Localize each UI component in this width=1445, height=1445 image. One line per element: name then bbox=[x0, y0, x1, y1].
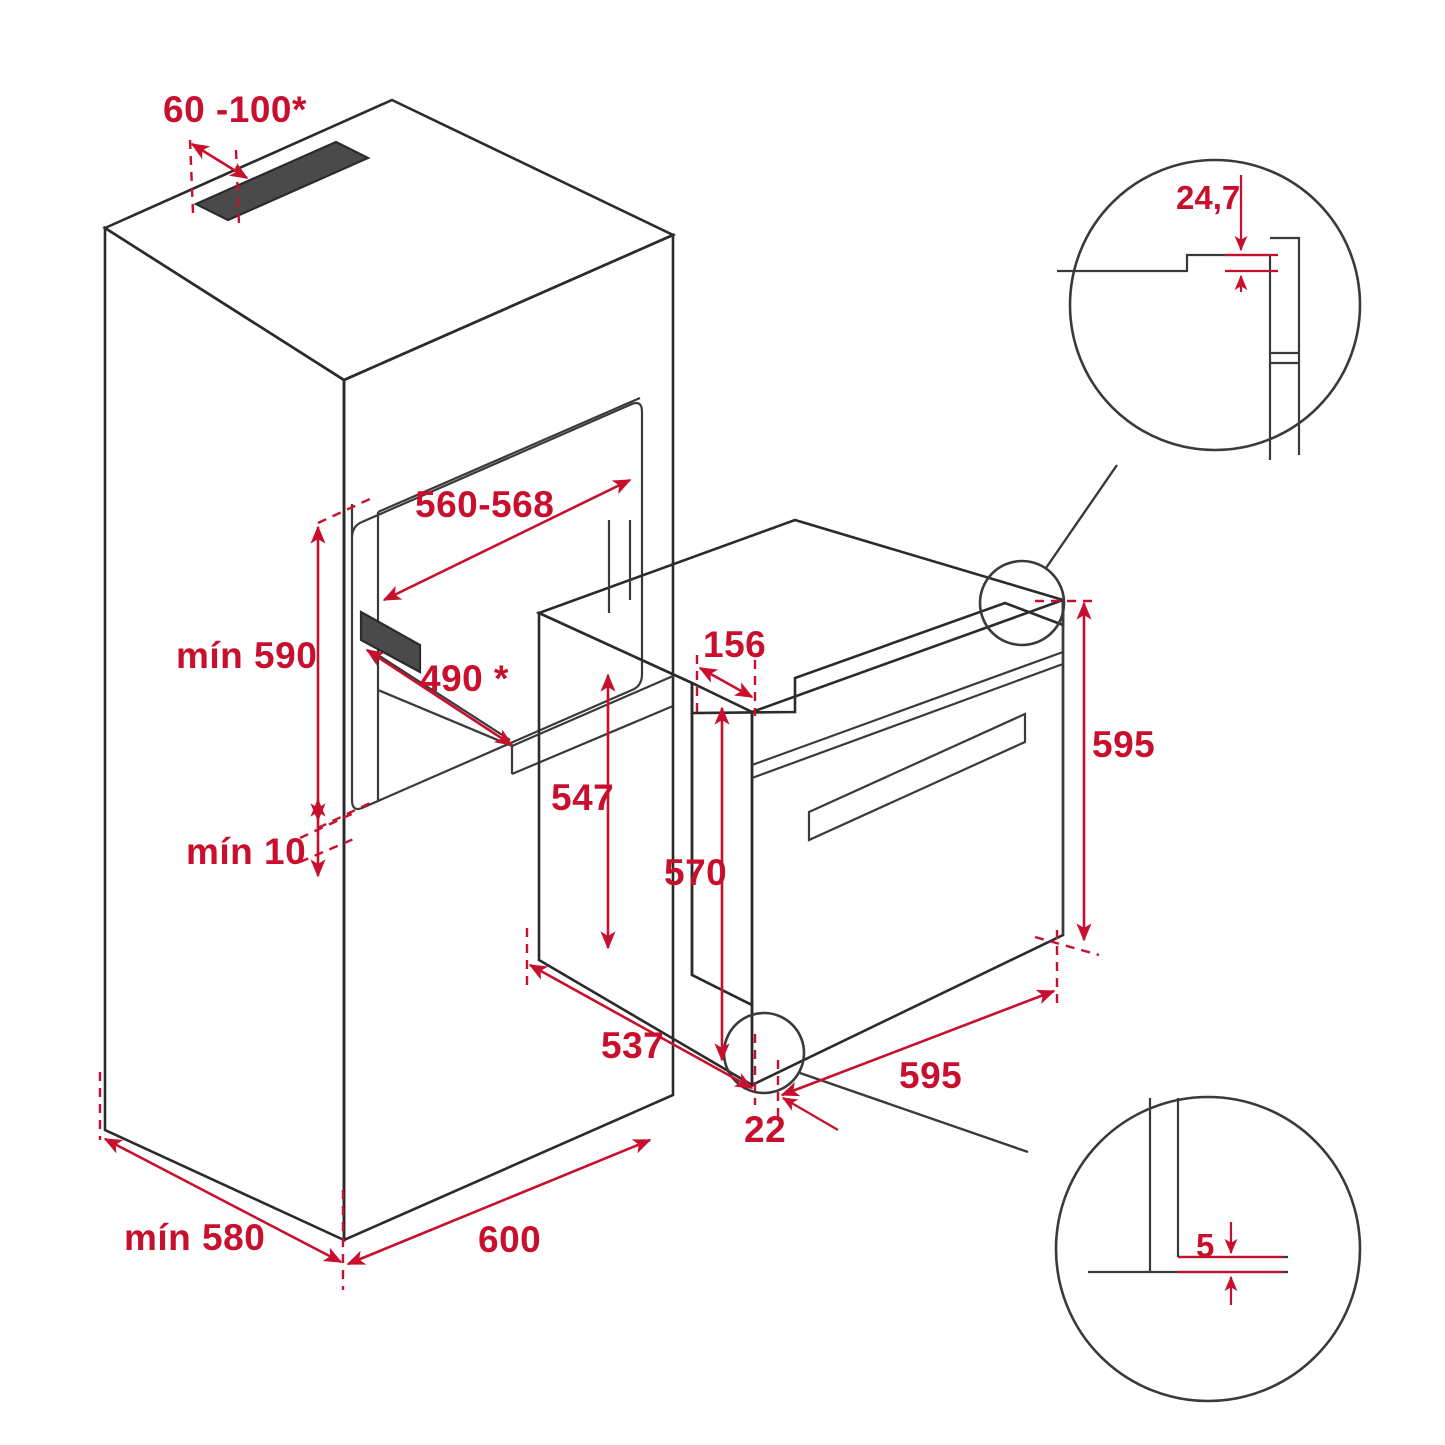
niche-floor-line-2 bbox=[511, 704, 674, 776]
dim-label-247: 24,7 bbox=[1176, 179, 1240, 216]
ext-min10-bottom bbox=[299, 836, 357, 864]
dim-label-niche-depth: 490 * bbox=[420, 658, 509, 699]
dim-label-cabinet-depth: 600 bbox=[478, 1219, 541, 1260]
cabinet-vent-slot bbox=[193, 140, 371, 222]
dim-label-570: 570 bbox=[664, 852, 727, 893]
oven-door-panel bbox=[750, 598, 1065, 1088]
dim-label-156: 156 bbox=[703, 624, 766, 665]
dim-line-cabinet-width bbox=[103, 1137, 343, 1264]
dim-label-595-height: 595 bbox=[1092, 724, 1155, 765]
detail-marker-top-right bbox=[978, 559, 1066, 647]
dim-label-min10: mín 10 bbox=[186, 831, 306, 872]
dim-label-vent-gap: 60 -100* bbox=[163, 89, 307, 130]
ext-vent-right bbox=[234, 149, 241, 226]
dim-label-niche-width: 560-568 bbox=[415, 484, 554, 525]
oven-door-top-bevel-2 bbox=[751, 662, 1064, 780]
ext-595h-bottom bbox=[1034, 935, 1100, 957]
detail-callouts-group bbox=[722, 158, 1362, 1403]
dim-line-595-width bbox=[780, 989, 1056, 1097]
dim-line-537 bbox=[528, 963, 754, 1090]
niche-opening-outer bbox=[350, 401, 644, 811]
ext-niche-bottom bbox=[317, 800, 373, 830]
dim-label-5: 5 bbox=[1196, 1227, 1214, 1264]
dimensions-oven: 156 547 570 595 537 595 22 bbox=[525, 599, 1155, 1150]
ext-min10-top bbox=[299, 810, 357, 840]
oven-body bbox=[535, 518, 1065, 1088]
cabinet-front-face bbox=[342, 233, 675, 1242]
detail-circle-5 bbox=[1054, 1095, 1362, 1403]
ext-vent-left bbox=[188, 139, 195, 214]
oven-door-top-bevel-1 bbox=[751, 650, 1064, 767]
oven-top-face bbox=[535, 518, 1065, 715]
dimensions-cabinet: 60 -100* 560-568 mín 590 490 * mín 10 mí… bbox=[98, 89, 652, 1290]
oven-handle-slot bbox=[807, 712, 1027, 842]
ext-niche-top bbox=[317, 496, 373, 525]
detail-top-panel-left bbox=[1270, 236, 1301, 455]
dimensions-details: 24,7 5 bbox=[1176, 175, 1283, 1305]
dim-label-22: 22 bbox=[744, 1109, 786, 1150]
detail-marker-bottom bbox=[722, 1011, 806, 1095]
dim-label-cabinet-width: mín 580 bbox=[124, 1217, 265, 1258]
niche-floor-line bbox=[511, 674, 674, 748]
detail-top-profile bbox=[1057, 253, 1272, 460]
detail-leader-top-right bbox=[1045, 464, 1118, 569]
dim-line-22 bbox=[781, 1097, 839, 1131]
oven-left-face bbox=[537, 610, 754, 1088]
detail-circle-24-7 bbox=[1068, 158, 1362, 452]
dim-label-595-width: 595 bbox=[899, 1055, 962, 1096]
dim-line-niche-width bbox=[382, 478, 632, 602]
dim-line-vent-gap bbox=[190, 142, 249, 180]
dim-label-547: 547 bbox=[551, 777, 614, 818]
dim-line-cabinet-depth bbox=[346, 1138, 652, 1266]
dim-label-niche-height: mín 590 bbox=[176, 635, 317, 676]
cabinet-left-face bbox=[103, 225, 346, 1243]
dim-line-niche-depth bbox=[365, 648, 514, 747]
dim-line-156 bbox=[698, 666, 754, 699]
dim-label-537: 537 bbox=[601, 1025, 664, 1066]
